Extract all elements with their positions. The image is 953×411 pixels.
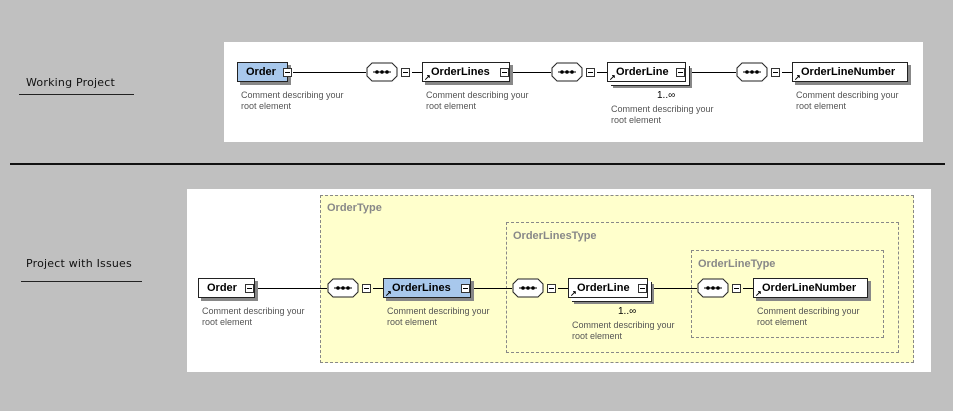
connector-line xyxy=(648,288,697,289)
sequence-compositor-icon[interactable] xyxy=(697,278,729,298)
collapse-icon[interactable] xyxy=(401,68,410,77)
section-divider xyxy=(10,163,945,165)
orderlinetype-box xyxy=(691,250,884,338)
order-label: Order xyxy=(246,66,276,78)
order-element[interactable]: Order xyxy=(237,62,288,82)
connector-line xyxy=(782,72,792,73)
sequence-compositor-icon[interactable] xyxy=(366,62,398,82)
connector-line xyxy=(471,288,512,289)
ordertype-label: OrderType xyxy=(327,202,382,214)
order-element[interactable]: Order xyxy=(198,278,255,298)
collapse-icon[interactable] xyxy=(362,284,371,293)
sequence-compositor-icon[interactable] xyxy=(736,62,768,82)
collapse-icon[interactable] xyxy=(676,68,685,77)
cardinality-label: 1..∞ xyxy=(657,90,676,101)
collapse-icon[interactable] xyxy=(500,68,509,77)
orderline-element[interactable]: OrderLine xyxy=(607,62,686,83)
working-project-diagram xyxy=(224,42,923,142)
orderlinenumber-label: OrderLineNumber xyxy=(762,282,857,294)
collapse-icon[interactable] xyxy=(461,284,470,293)
connector-line xyxy=(373,288,383,289)
connector-line xyxy=(597,72,607,73)
orderlinestype-box xyxy=(506,222,899,353)
working-project-label: Working Project xyxy=(26,76,115,89)
connector-line xyxy=(686,72,736,73)
working-project-underline xyxy=(19,94,134,95)
orderline-label: OrderLine xyxy=(616,66,669,78)
sequence-compositor-icon[interactable] xyxy=(551,62,583,82)
sequence-compositor-icon[interactable] xyxy=(512,278,544,298)
connector-line xyxy=(293,72,366,73)
collapse-icon[interactable] xyxy=(586,68,595,77)
issues-project-underline xyxy=(21,281,142,282)
orderlines-element[interactable]: OrderLines xyxy=(383,278,471,299)
connector-line xyxy=(412,72,422,73)
orderline-element[interactable]: OrderLine xyxy=(568,278,648,299)
sequence-compositor-icon[interactable] xyxy=(327,278,359,298)
connector-line xyxy=(558,288,568,289)
collapse-icon[interactable] xyxy=(245,284,254,293)
orderlinetype-label: OrderLineType xyxy=(698,258,776,270)
orderlinenumber-element[interactable]: OrderLineNumber xyxy=(792,62,908,83)
connector-line xyxy=(743,288,753,289)
collapse-icon[interactable] xyxy=(732,284,741,293)
orderline-label: OrderLine xyxy=(577,282,630,294)
cardinality-label: 1..∞ xyxy=(618,306,637,317)
orderlines-label: OrderLines xyxy=(392,282,451,294)
orderlinenumber-element[interactable]: OrderLineNumber xyxy=(753,278,868,299)
orderlinestype-label: OrderLinesType xyxy=(513,230,597,242)
orderlinenumber-label: OrderLineNumber xyxy=(801,66,896,78)
collapse-icon[interactable] xyxy=(283,68,292,77)
collapse-icon[interactable] xyxy=(638,284,647,293)
orderlines-element[interactable]: OrderLines xyxy=(422,62,510,83)
connector-line xyxy=(510,72,551,73)
orderlines-label: OrderLines xyxy=(431,66,490,78)
order-label: Order xyxy=(207,282,237,294)
connector-line xyxy=(255,288,327,289)
collapse-icon[interactable] xyxy=(771,68,780,77)
issues-project-label: Project with Issues xyxy=(26,257,132,270)
collapse-icon[interactable] xyxy=(547,284,556,293)
